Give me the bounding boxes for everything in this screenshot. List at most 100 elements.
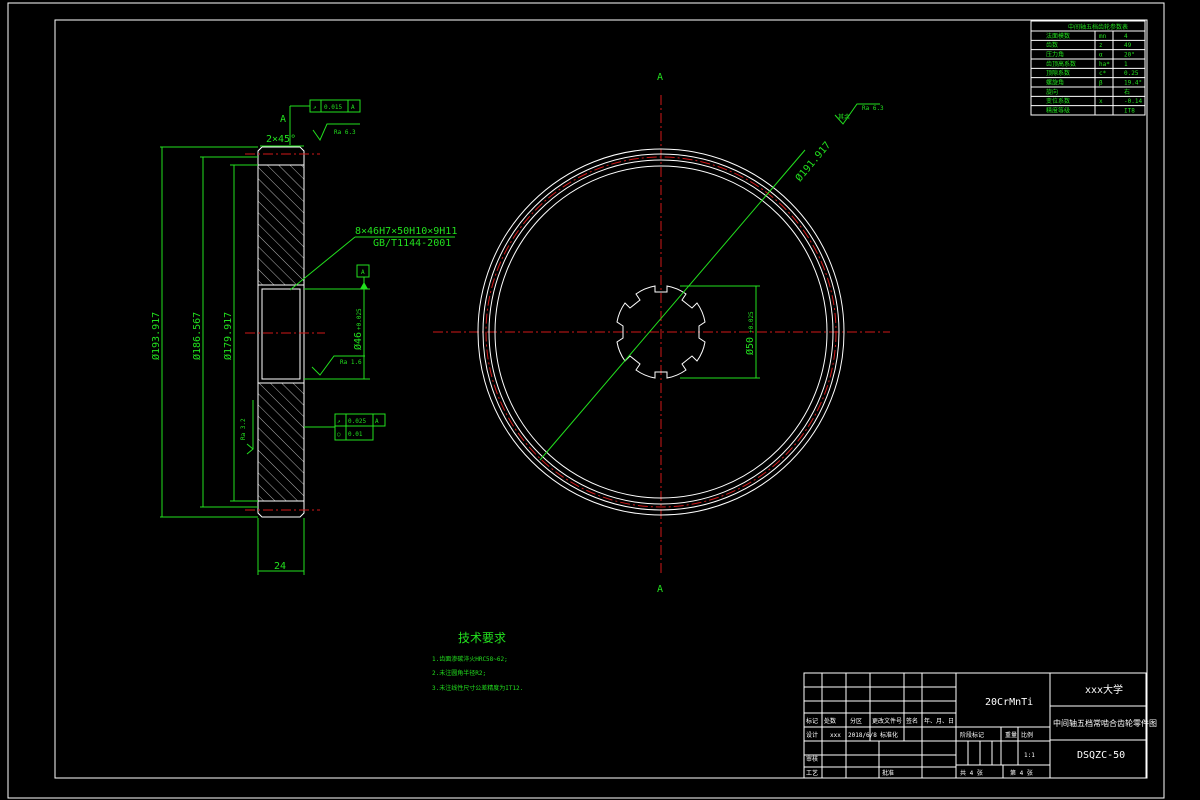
runout-2-value: 0.025 [348,418,366,425]
hatch-lower [258,383,304,501]
hatch-upper [258,165,304,285]
process-label: 工艺 [806,769,818,777]
inner-frame [54,19,1148,779]
left-dimension-texts: 2×45° A ↗ 0.015 A Ra 6.3 8×46H7×50H10×9H… [150,104,457,572]
design-label: 设计 [806,731,818,739]
dim-spline-major: Ø50 [744,337,756,355]
param-name: 精度等级 [1046,107,1070,115]
spline-note-1: 8×46H7×50H10×9H11 [355,226,457,237]
param-value: 49 [1124,42,1132,49]
stage-label: 阶段标记 [960,731,984,739]
dim-spline-tol: +0.025 [748,311,755,333]
hdr-sign: 签名 [906,717,918,725]
scale-label: 比例 [1021,731,1033,739]
spline-hole [616,285,706,379]
param-symbol: x [1099,98,1103,105]
tech-item-2: 2.未注圆角半径R2; [432,669,486,677]
std-label: 标准化 [880,731,898,739]
param-table: 法面模数 mn 4 齿数 z 49 压力角 α 20° 齿顶高系数 ha* 1 顶隙系数 c* 0.25 螺旋… [1030,20,1146,116]
part-name: 中间轴五档常啮合齿轮零件图 [1053,718,1157,728]
sheet-number: 第 4 张 [1010,769,1033,777]
dim-tip-diameter: Ø193.917 [150,312,162,360]
param-name: 齿顶高系数 [1046,60,1076,68]
hdr-zone: 分区 [850,717,862,725]
runout-2-datum: A [375,418,379,425]
section-mark-bottom: A [657,584,663,595]
root-circle [488,159,834,505]
finish-other-value: Ra 6.3 [862,105,884,112]
hdr-change-doc: 更改文件号 [872,717,902,725]
review-label: 审核 [806,755,818,763]
weight-label: 重量 [1005,731,1017,739]
param-value: 1 [1124,61,1128,68]
datum-symbol: A [280,114,286,125]
outer-frame [7,2,1165,799]
cyl-value: 0.01 [348,431,363,438]
tip-circle [477,148,845,516]
tech-item-3: 3.未注线性尺寸公差精度为IT12. [432,684,523,692]
spline-note-2: GB/T1144-2001 [373,238,451,249]
param-value: 右 [1124,88,1130,96]
param-name: 压力角 [1046,51,1064,59]
runout-1-symbol: ↗ [313,104,317,111]
runout-1-datum: A [351,104,355,111]
school-name: xxx大学 [1085,683,1123,696]
param-symbol: c* [1099,70,1107,77]
design-date: 2018/6/8 [848,732,877,739]
param-symbol: mn [1099,33,1107,40]
scale-value: 1:1 [1024,752,1035,759]
hdr-mark: 标记 [806,717,818,725]
param-name: 旋向 [1046,88,1058,96]
hdr-count: 处数 [824,717,836,725]
dim-pitch-diameter: Ø186.567 [191,312,203,360]
hdr-date: 年、月、日 [924,717,954,725]
front-view [433,95,890,575]
tech-title: 技术要求 [458,631,506,645]
param-name: 顶隙系数 [1046,69,1070,77]
param-value: -0.14 [1124,98,1142,105]
tech-item-1: 1.齿面渗碳淬火HRC58~62; [432,655,508,663]
runout-2-symbol: ↗ [337,418,341,425]
dim-bore: Ø46 [352,332,364,350]
param-name: 螺旋角 [1046,79,1064,87]
dim-face-diameter: Ø191.917 [793,139,833,184]
param-table-title: 中间轴五档齿轮参数表 [1068,23,1128,31]
sheets-total: 共 4 张 [960,769,983,777]
drawing-number: DSQZC-50 [1077,750,1125,761]
param-symbol: z [1099,42,1103,49]
param-symbol: β [1099,80,1103,87]
param-value: 20° [1124,52,1135,59]
dim-root-diameter: Ø179.917 [222,312,234,360]
param-value: IT8 [1124,108,1135,115]
param-name: 变位系数 [1046,97,1070,105]
param-name: 法面模数 [1046,32,1070,40]
param-symbol: α [1099,52,1103,59]
title-block: 20CrMnTi xxx大学 中间轴五档常啮合齿轮零件图 DSQZC-50 标记… [803,672,1157,779]
pitch-circle [485,156,837,508]
front-view-texts: A A Ø191.917 Ø50 +0.025 其余 Ra 6.3 [657,72,884,595]
material-label: 20CrMnTi [985,697,1033,708]
approve-label: 批准 [882,769,894,777]
param-symbol: ha* [1099,61,1110,68]
chamfer-label: 2×45° [266,134,296,145]
finish-other-label: 其余 [838,113,850,121]
param-value: 19.4° [1124,80,1142,87]
left-dimensions [160,99,455,575]
runout-1-value: 0.015 [324,104,342,111]
dim-bore-tol: +0.025 [356,308,363,330]
tech-requirements: 技术要求 1.齿面渗碳淬火HRC58~62; 2.未注圆角半径R2; 3.未注线… [432,631,523,692]
section-view [245,146,325,518]
designer: xxx [830,732,841,739]
param-value: 0.25 [1124,70,1139,77]
param-name: 齿数 [1046,41,1058,49]
param-value: 4 [1124,33,1128,40]
finish-top: Ra 6.3 [334,129,356,136]
finish-bore: Ra 1.6 [340,359,362,366]
bore-outline [257,284,305,384]
finish-side: Ra 3.2 [240,418,247,440]
cyl-symbol: ○ [337,431,341,438]
width-dim: 24 [274,561,286,572]
section-mark-top: A [657,72,663,83]
datum-a-label: A [361,269,365,276]
